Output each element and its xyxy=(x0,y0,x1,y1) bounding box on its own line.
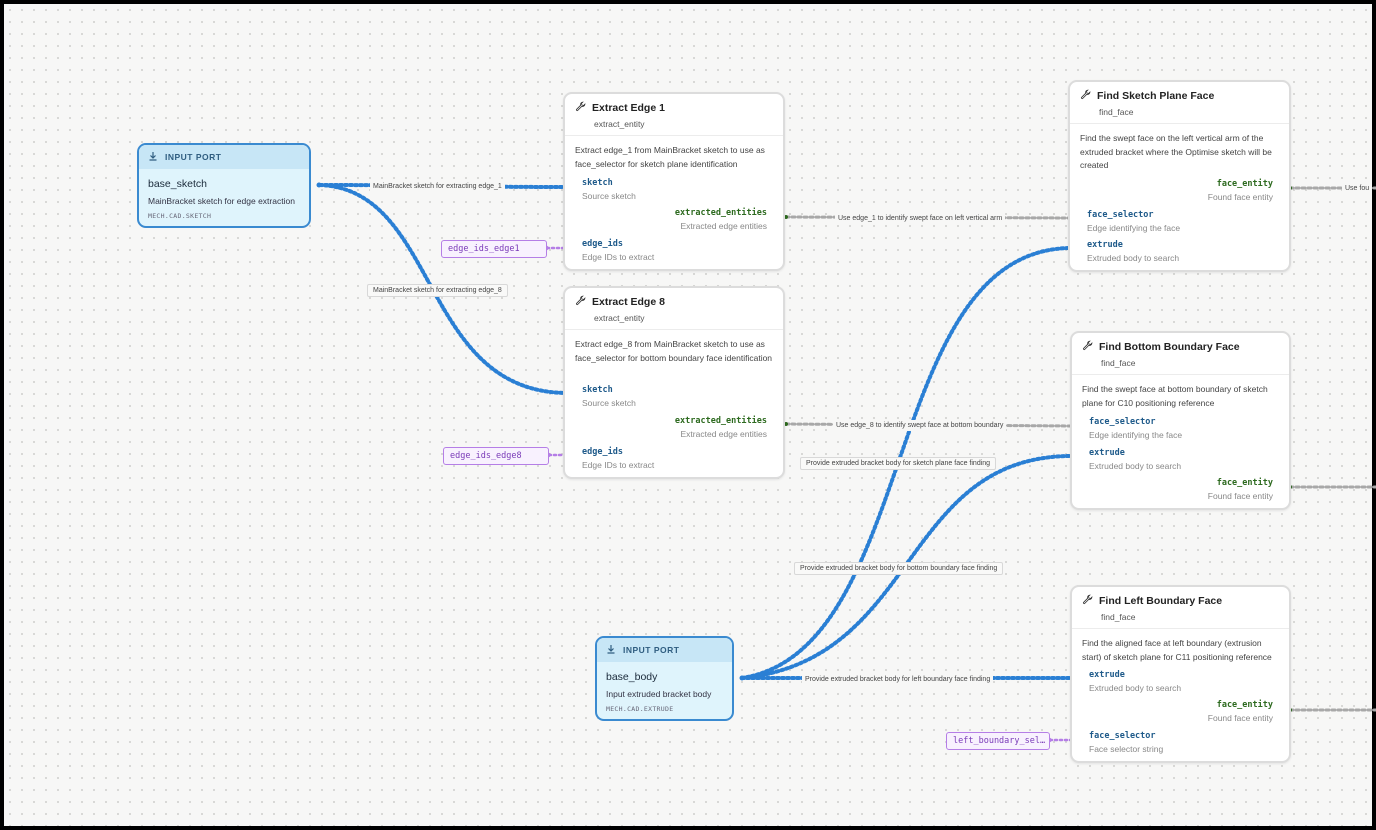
edge-label-body-to-bottom: Provide extruded bracket body for bottom… xyxy=(794,562,1004,575)
node-title: Find Sketch Plane Face xyxy=(1097,90,1215,102)
edge-label-sketch-to-e8: MainBracket sketch for extracting edge_8 xyxy=(367,284,508,297)
node-title: Find Bottom Boundary Face xyxy=(1099,341,1240,353)
input-port-name: base_sketch xyxy=(148,178,207,190)
node-title: Extract Edge 8 xyxy=(592,296,665,308)
edge-label-body-to-plane: Provide extruded bracket body for sketch… xyxy=(800,457,997,470)
edge-label-plane-out: Use fou xyxy=(1342,183,1373,194)
node-description: Find the swept face at bottom boundary o… xyxy=(1082,384,1268,408)
node-description: Extract edge_1 from MainBracket sketch t… xyxy=(575,145,765,169)
input-port-header: INPUT PORT xyxy=(597,638,732,662)
input-port-name: base_body xyxy=(606,671,658,683)
node-subtitle: extract_entity xyxy=(594,119,645,129)
input-port-description: Input extruded bracket body xyxy=(606,689,712,699)
node-title: Extract Edge 1 xyxy=(592,102,665,114)
node-subtitle: find_face xyxy=(1099,107,1134,117)
node-title: Find Left Boundary Face xyxy=(1099,595,1223,607)
constant-edge-ids-edge8[interactable]: edge_ids_edge8 xyxy=(443,447,549,465)
node-find-bottom-boundary-face[interactable]: Find Bottom Boundary Face find_face Find… xyxy=(1070,331,1291,510)
node-description: Find the swept face on the left vertical… xyxy=(1080,133,1272,170)
node-extract-edge-1[interactable]: Extract Edge 1 extract_entity Extract ed… xyxy=(563,92,785,271)
node-find-sketch-plane-face[interactable]: Find Sketch Plane Face find_face Find th… xyxy=(1068,80,1291,272)
node-subtitle: find_face xyxy=(1101,358,1136,368)
node-subtitle: find_face xyxy=(1101,612,1136,622)
edge-label-body-to-left: Provide extruded bracket body for left b… xyxy=(802,674,994,685)
input-port-base-sketch[interactable]: INPUT PORT base_sketch MainBracket sketc… xyxy=(137,143,311,228)
node-description: Extract edge_8 from MainBracket sketch t… xyxy=(575,339,773,363)
input-port-type: MECH.CAD.EXTRUDE xyxy=(606,705,674,713)
edge-label-sketch-to-e1: MainBracket sketch for extracting edge_1 xyxy=(370,181,505,192)
download-icon xyxy=(148,151,158,163)
constant-left-boundary-selector[interactable]: left_boundary_sel… xyxy=(946,732,1050,750)
download-icon xyxy=(606,644,616,656)
node-subtitle: extract_entity xyxy=(594,313,645,323)
wrench-icon xyxy=(575,101,586,115)
wrench-icon xyxy=(1080,89,1091,103)
wrench-icon xyxy=(575,295,586,309)
input-port-header: INPUT PORT xyxy=(139,145,309,169)
wrench-icon xyxy=(1082,340,1093,354)
node-extract-edge-8[interactable]: Extract Edge 8 extract_entity Extract ed… xyxy=(563,286,785,479)
edge-label-e1-to-plane: Use edge_1 to identify swept face on lef… xyxy=(835,213,1006,224)
input-port-description: MainBracket sketch for edge extraction xyxy=(148,196,295,206)
input-port-base-body[interactable]: INPUT PORT base_body Input extruded brac… xyxy=(595,636,734,721)
node-description: Find the aligned face at left boundary (… xyxy=(1082,638,1272,662)
node-find-left-boundary-face[interactable]: Find Left Boundary Face find_face Find t… xyxy=(1070,585,1291,763)
wrench-icon xyxy=(1082,594,1093,608)
edge-label-e8-to-bottom: Use edge_8 to identify swept face at bot… xyxy=(833,420,1007,431)
constant-edge-ids-edge1[interactable]: edge_ids_edge1 xyxy=(441,240,547,258)
input-port-type: MECH.CAD.SKETCH xyxy=(148,212,212,220)
